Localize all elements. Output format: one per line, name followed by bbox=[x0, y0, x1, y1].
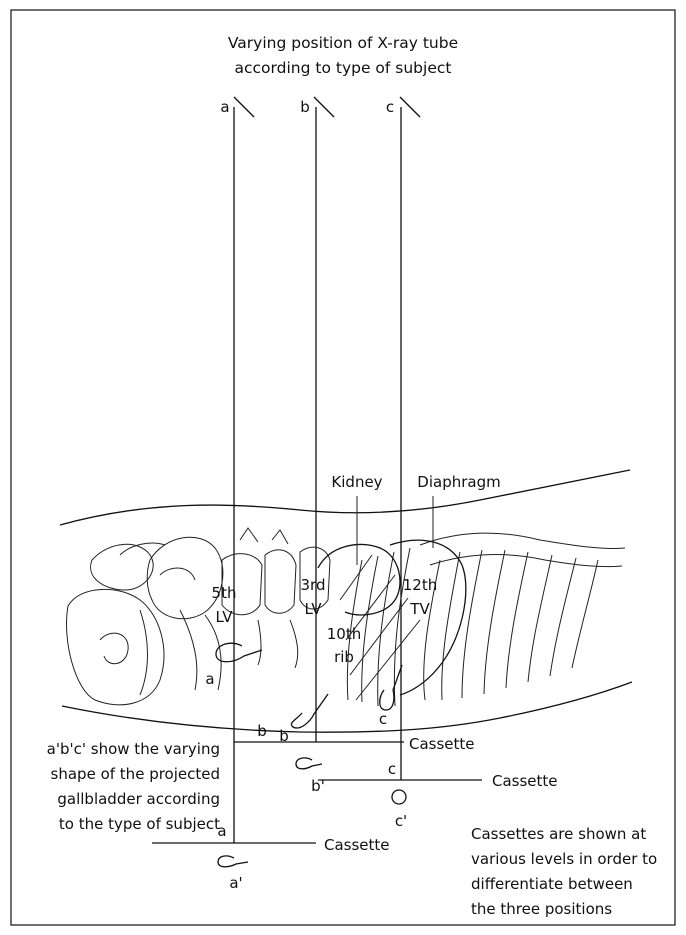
gallbladder-label-a: a bbox=[205, 670, 214, 688]
gallbladder-c bbox=[380, 665, 402, 710]
lumbar-vertebrae bbox=[222, 528, 330, 668]
diagram-frame bbox=[11, 10, 675, 925]
right-note-line-3: differentiate between bbox=[471, 875, 633, 893]
label-kidney: Kidney bbox=[331, 473, 382, 491]
left-note-line-2: shape of the projected bbox=[51, 765, 220, 783]
tube-label-c: c bbox=[386, 98, 394, 116]
label-5th-lv: LV bbox=[216, 608, 234, 626]
left-note-line-3: gallbladder according bbox=[57, 790, 220, 808]
title-line-1: Varying position of X-ray tube bbox=[228, 34, 458, 52]
left-note-line-1: a'b'c' show the varying bbox=[47, 740, 220, 758]
left-note: a'b'c' show the varying shape of the pro… bbox=[47, 740, 220, 833]
gallbladder-label-c: c bbox=[379, 710, 387, 728]
tube-mark-a bbox=[234, 97, 254, 117]
cassette-text-c: Cassette bbox=[492, 772, 558, 790]
left-note-line-4: to the type of subject bbox=[59, 815, 220, 833]
projection-label-c: c' bbox=[395, 812, 407, 830]
projection-label-a: a' bbox=[229, 874, 242, 892]
projection-b bbox=[296, 758, 322, 769]
right-note-line-2: various levels in order to bbox=[471, 850, 657, 868]
projection-a bbox=[218, 856, 248, 867]
label-12th: 12th bbox=[403, 576, 437, 594]
label-3rd: 3rd bbox=[301, 576, 326, 594]
label-rib: rib bbox=[334, 648, 354, 666]
gallbladder-b bbox=[291, 694, 328, 728]
tube-label-b: b bbox=[300, 98, 310, 116]
right-note: Cassettes are shown at various levels in… bbox=[471, 825, 657, 918]
label-10th: 10th bbox=[327, 625, 361, 643]
cassette-label-b: b bbox=[257, 722, 267, 740]
kidney-outline bbox=[318, 544, 400, 614]
title-line-2: according to type of subject bbox=[235, 59, 452, 77]
label-12th-tv: TV bbox=[409, 600, 430, 618]
tube-mark-c bbox=[400, 97, 420, 117]
projection-c bbox=[392, 790, 406, 804]
tube-mark-b bbox=[314, 97, 334, 117]
label-5th: 5th bbox=[212, 584, 237, 602]
cassette-text-b: Cassette bbox=[409, 735, 475, 753]
tube-label-a: a bbox=[220, 98, 229, 116]
right-note-line-1: Cassettes are shown at bbox=[471, 825, 646, 843]
label-3rd-lv: LV bbox=[305, 600, 323, 618]
label-diaphragm: Diaphragm bbox=[417, 473, 500, 491]
cassette-text-a: Cassette bbox=[324, 836, 390, 854]
pelvis-drawing bbox=[67, 537, 223, 705]
cassette-label-c: c bbox=[388, 760, 396, 778]
right-note-line-4: the three positions bbox=[471, 900, 612, 918]
ribcage bbox=[340, 533, 625, 706]
gallbladder-a bbox=[216, 643, 262, 662]
